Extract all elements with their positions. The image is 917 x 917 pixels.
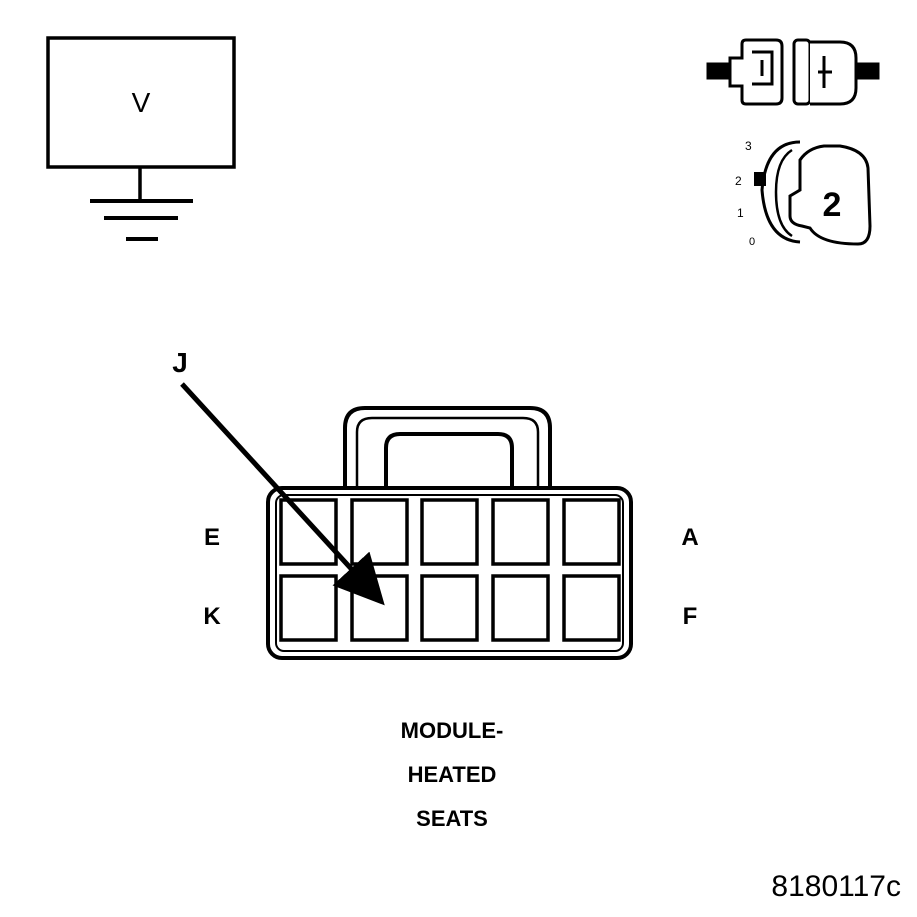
ignition-position-2: 2 [735, 174, 742, 188]
connector-face [266, 406, 633, 660]
disconnected-connector-icon [706, 38, 880, 106]
connector-caption: MODULE- HEATED SEATS [401, 718, 504, 831]
caption-line-2: HEATED [408, 762, 497, 787]
voltmeter-symbol: V [46, 36, 236, 241]
ignition-position-0: 0 [749, 236, 755, 248]
caption-line-3: SEATS [416, 806, 488, 831]
probe-pin-arrow [180, 382, 385, 606]
pin-label-f: F [683, 603, 698, 630]
figure-id: 8180117c [771, 870, 901, 903]
caption-line-1: MODULE- [401, 718, 504, 743]
ignition-key-position-label: 2 [823, 186, 842, 224]
pin-label-a: A [681, 524, 698, 551]
probe-pin-label: J [172, 347, 188, 378]
voltmeter-label: V [132, 87, 151, 118]
pin-label-k: K [203, 603, 221, 630]
ignition-position-1: 1 [737, 206, 744, 220]
pin-label-e: E [204, 524, 220, 551]
ground-icon [90, 199, 193, 241]
ignition-switch-icon: 3 2 1 0 2 [735, 139, 872, 248]
ignition-position-3: 3 [745, 139, 752, 153]
